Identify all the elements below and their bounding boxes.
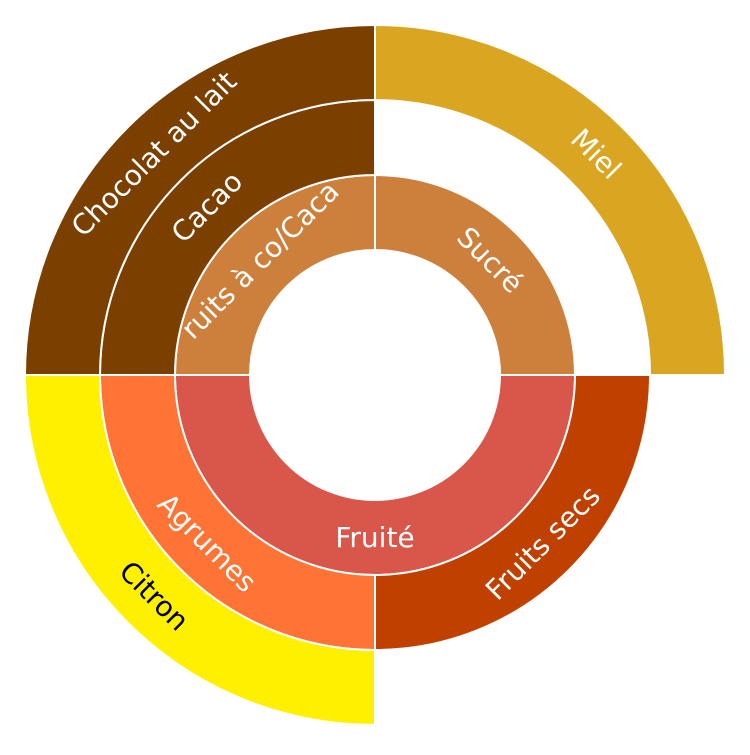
segment-ring3-miel[interactable]	[374, 23, 727, 376]
segment-ring3-chocolat-au-lait[interactable]	[23, 23, 376, 376]
segment-ring2-fruits-secs[interactable]	[374, 374, 652, 652]
label-ring1-fruite: Fruité	[335, 521, 414, 554]
segment-ring1-sucre[interactable]	[374, 173, 577, 376]
